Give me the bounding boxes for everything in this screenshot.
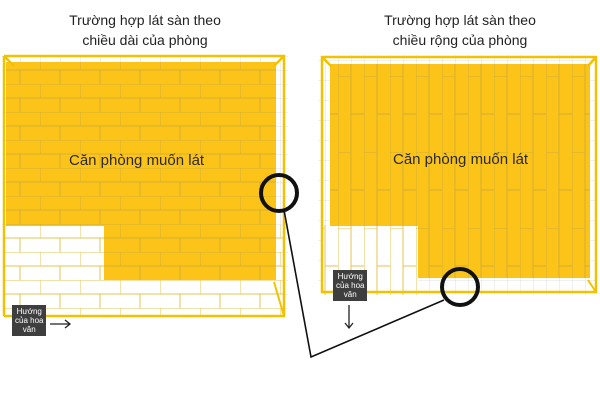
- left-room-outline: [4, 54, 286, 318]
- left-room-label: Căn phòng muốn lát: [69, 152, 205, 169]
- right-direction-label: Hướng của hoa văn: [333, 270, 368, 301]
- right-panel: [318, 55, 598, 330]
- left-room-bricks: [6, 62, 276, 280]
- left-detail-circle: [259, 173, 299, 213]
- left-panel: [2, 54, 299, 329]
- left-title: Trường hợp lát sàn theo chiều dài của ph…: [20, 10, 270, 50]
- right-title: Trường hợp lát sàn theo chiều rộng của p…: [335, 10, 585, 50]
- left-direction-label: Hướng của hoa văn: [12, 305, 47, 336]
- right-title-line1: Trường hợp lát sàn theo: [384, 12, 536, 28]
- right-room-label: Căn phòng muốn lát: [393, 151, 529, 168]
- left-title-line1: Trường hợp lát sàn theo: [69, 12, 221, 28]
- right-room-bricks: [330, 64, 590, 278]
- left-title-line2: chiều dài của phòng: [82, 32, 208, 48]
- right-detail-circle: [440, 267, 480, 307]
- connector-lines: [283, 209, 445, 359]
- right-title-line2: chiều rộng của phòng: [392, 32, 528, 48]
